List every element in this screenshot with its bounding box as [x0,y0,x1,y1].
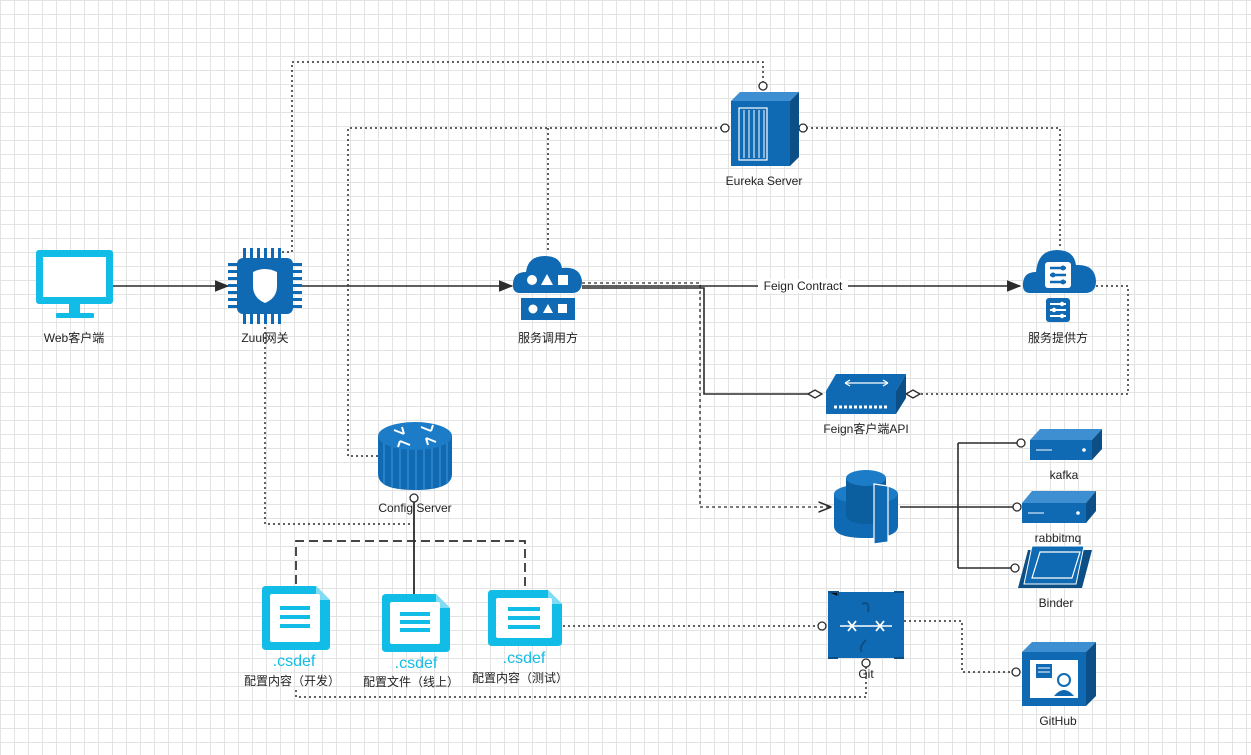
zuul-gateway-node[interactable]: Zuul网关 [228,248,302,345]
edge-consumer-to-feign-api [582,287,812,395]
consumer-label: 服务调用方 [518,330,578,345]
service-consumer-node[interactable]: 服务调用方 [512,256,582,345]
edge-zuul-to-eureka [282,61,764,253]
bus-cylinder-icon [834,470,898,545]
endpoints [409,81,1026,677]
git-merge-icon [828,591,904,659]
server-tower-icon [731,92,799,166]
kafka-node[interactable]: kafka [1030,429,1102,482]
edge-git-to-github [904,620,1014,673]
rabbitmq-node[interactable]: rabbitmq [1022,491,1096,545]
server-box-icon [1030,429,1102,460]
network-switch-icon [826,374,906,414]
service-provider-node[interactable]: 服务提供方 [1022,250,1096,345]
feign-api-diamond-left [806,389,824,399]
file-dev-ext: .csdef [273,653,316,670]
connectors [113,61,1129,698]
server-box-icon [1022,491,1096,523]
router-cylinder-icon [378,422,452,490]
github-node[interactable]: GitHub [1022,642,1096,728]
monitor-icon [36,250,113,318]
file-test-label: 配置内容（测试） [472,670,568,685]
edge-consumer-to-bus [582,282,830,507]
feign-contract-label: Feign Contract [764,279,843,293]
github-label: GitHub [1039,714,1077,728]
file-online-label: 配置文件（线上） [363,674,459,689]
git-node[interactable]: Git [828,591,904,681]
cloud-service-icon [512,256,582,320]
cloud-provider-icon [1022,250,1096,322]
feign-api-label: Feign客户端API [823,421,908,436]
edge-zuul-to-config [264,322,414,525]
provider-label: 服务提供方 [1028,330,1088,345]
config-file-test-node[interactable]: .csdef 配置内容（测试） [472,590,568,685]
message-bus-node[interactable] [834,470,898,545]
web-client-label: Web客户端 [44,330,104,345]
binder-tablet-icon [1018,545,1092,588]
edge-eureka-to-config [347,127,722,457]
document-icon [382,594,450,652]
eureka-label: Eureka Server [726,174,803,188]
document-icon [262,586,330,650]
file-dev-label: 配置内容（开发） [244,673,340,688]
config-server-node[interactable]: Config Server [378,422,452,515]
kafka-label: kafka [1050,468,1079,482]
git-label: Git [858,667,874,681]
chip-shield-icon [228,248,302,324]
zuul-label: Zuul网关 [241,331,288,345]
feign-contract-label-bg [758,279,848,293]
rabbitmq-label: rabbitmq [1035,531,1082,545]
github-repo-icon [1022,642,1096,706]
feign-api-diamond-right [904,389,922,399]
feign-api-node[interactable]: Feign客户端API [823,374,909,436]
edge-provider-to-feign-api [921,285,1129,395]
file-online-ext: .csdef [395,655,438,672]
web-client-node[interactable]: Web客户端 [36,250,113,345]
file-test-ext: .csdef [503,650,546,667]
config-server-label: Config Server [378,501,451,515]
edge-eureka-to-provider [806,127,1061,248]
document-icon [488,590,562,646]
edge-files-dashed-bracket [295,540,526,590]
config-file-online-node[interactable]: .csdef 配置文件（线上） [363,594,459,689]
edge-files-to-git [295,664,867,698]
config-file-dev-node[interactable]: .csdef 配置内容（开发） [244,586,340,688]
binder-label: Binder [1039,596,1074,610]
edge-bus-to-brokers [900,442,1018,569]
binder-node[interactable]: Binder [1018,545,1092,610]
eureka-server-node[interactable]: Eureka Server [726,92,803,188]
